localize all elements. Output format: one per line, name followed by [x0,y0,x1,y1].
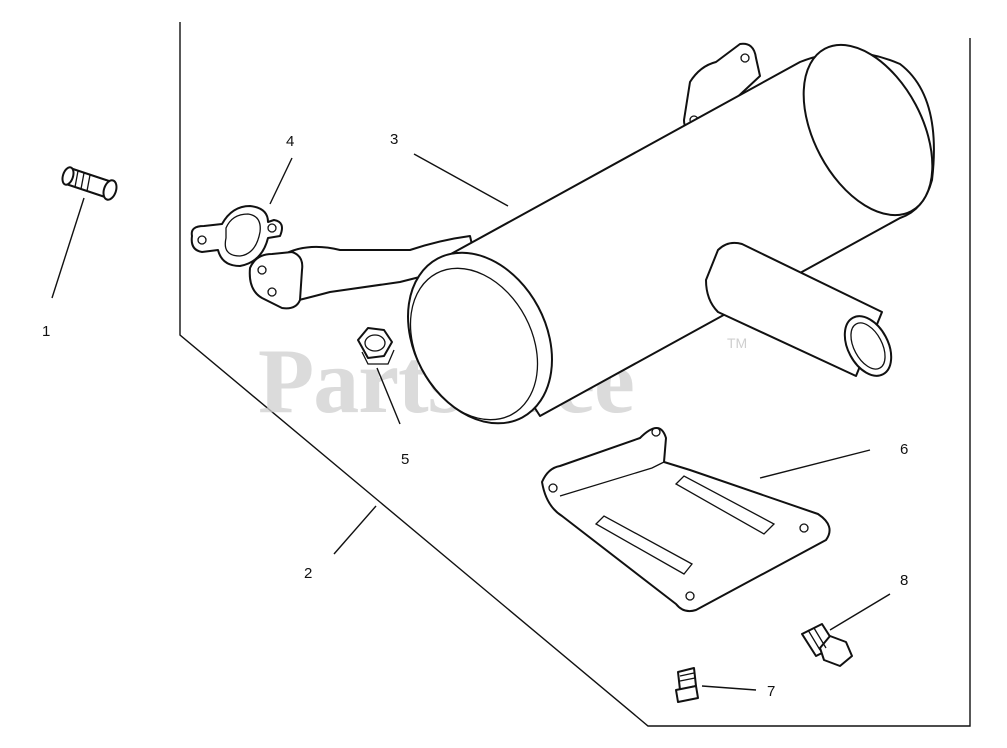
leader-line-7 [701,685,757,691]
callout-6[interactable]: 6 [900,441,908,458]
callout-1[interactable]: 1 [42,323,50,340]
callout-3[interactable]: 3 [390,131,398,148]
callout-2[interactable]: 2 [304,565,312,582]
muffler-icon[interactable] [248,23,959,448]
leader-line-1 [51,197,85,299]
leader-line-6 [759,449,871,479]
leader-line-3 [413,153,509,207]
flange-nut-icon[interactable] [357,327,395,365]
callout-8[interactable]: 8 [900,572,908,589]
leader-line-4 [269,157,293,205]
leader-line-5 [376,367,401,425]
assembly-boundary-outline [179,22,971,727]
screw-icon[interactable] [675,667,699,703]
watermark-trademark: TM [727,335,747,351]
callout-5[interactable]: 5 [401,451,409,468]
callout-7[interactable]: 7 [767,683,775,700]
leader-line-8 [829,593,891,631]
muffler-bracket-icon[interactable] [541,427,831,613]
callout-4[interactable]: 4 [286,133,294,150]
pipe-nipple-icon[interactable] [60,166,118,201]
bolt-icon[interactable] [801,623,853,667]
gasket-icon[interactable] [190,205,283,267]
leader-line-2 [333,505,377,555]
